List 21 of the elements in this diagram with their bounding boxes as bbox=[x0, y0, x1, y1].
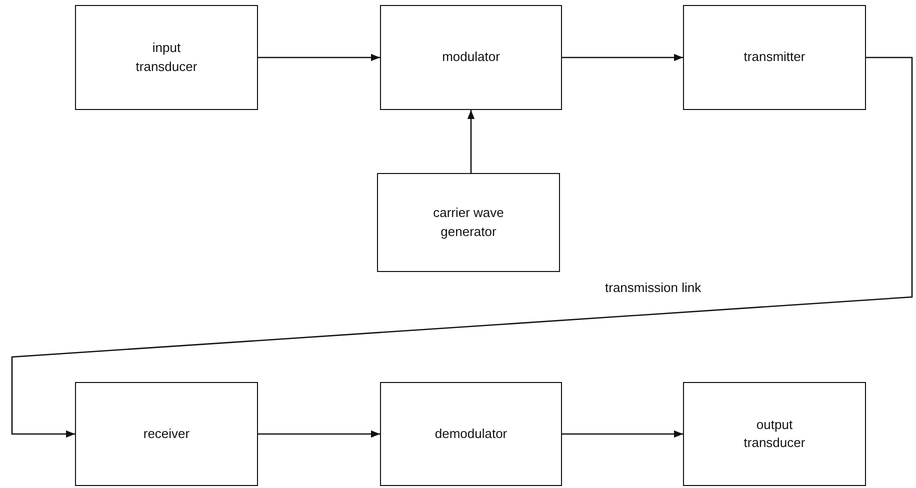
arrow bbox=[562, 430, 683, 438]
arrow bbox=[467, 110, 475, 173]
box-label: output transducer bbox=[742, 416, 806, 452]
box-label: receiver bbox=[143, 424, 190, 443]
box-label: demodulator bbox=[434, 424, 508, 443]
process-box bbox=[377, 173, 560, 272]
process-box bbox=[75, 5, 258, 110]
process-box bbox=[75, 382, 258, 486]
process-box bbox=[380, 382, 562, 486]
process-box bbox=[683, 5, 866, 110]
arrow bbox=[258, 430, 380, 438]
arrow bbox=[11, 56, 913, 438]
box-label: carrier wave generator bbox=[432, 204, 505, 241]
process-box bbox=[380, 5, 562, 110]
process-box bbox=[683, 382, 866, 486]
box-label: input transducer bbox=[134, 39, 198, 76]
arrow bbox=[562, 54, 683, 62]
box-label: transmitter bbox=[744, 48, 806, 66]
arrow bbox=[258, 54, 380, 62]
edge-label: transmission link bbox=[602, 280, 704, 295]
box-label: modulator bbox=[442, 48, 500, 66]
